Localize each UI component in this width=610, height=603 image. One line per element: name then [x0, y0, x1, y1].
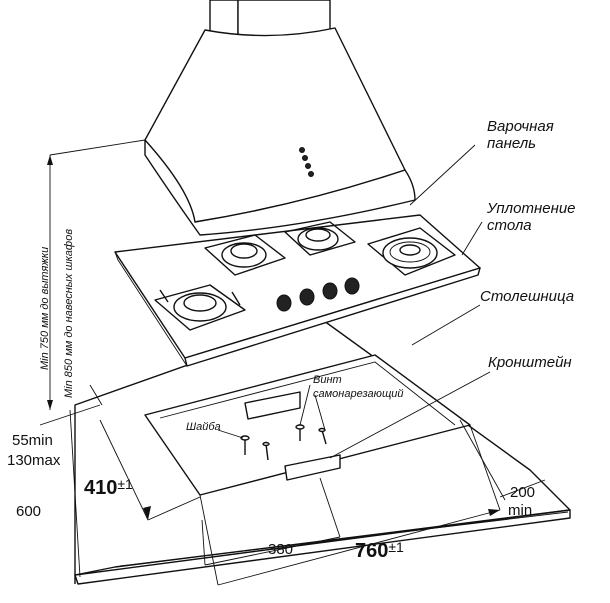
dim-min-word: min — [508, 502, 532, 519]
dim-width-380: 380 — [268, 541, 293, 558]
burner-rear-left — [204, 234, 286, 276]
burner-ring — [389, 241, 431, 263]
burner-rear-middle — [284, 221, 356, 256]
label-hob-line1: Варочная — [487, 118, 554, 135]
dim-min-cabinets: Min 850 мм до навесных шкафов — [63, 229, 75, 398]
burner-cap-inner — [305, 228, 331, 242]
dim-depth-600: 600 — [16, 503, 41, 520]
hob-panel — [114, 214, 481, 367]
pan-support-front-left — [154, 284, 246, 331]
dim-cut-width: 760±1 — [355, 539, 404, 562]
hood-skirt — [144, 139, 416, 236]
pan-support-rear-left — [204, 234, 286, 276]
dimension-labels: Min 750 мм до вытяжки Min 850 мм до наве… — [7, 229, 535, 562]
dim-cut-depth: 410±1 — [84, 476, 133, 499]
dim-min-hood: Min 750 мм до вытяжки — [39, 247, 51, 370]
label-hob-line2: панель — [487, 135, 536, 152]
hob-glass-left-edge — [114, 251, 188, 367]
knob-1 — [276, 294, 292, 312]
control-knobs — [276, 277, 360, 312]
burner-cap-inner — [183, 294, 217, 312]
knob-2 — [299, 288, 315, 306]
burner-wok-right — [367, 227, 456, 276]
label-worktop: Столешница — [480, 288, 574, 305]
dim-min-200: 200 — [510, 484, 535, 501]
knob-4 — [344, 277, 360, 295]
burner-cap-inner — [230, 243, 258, 259]
label-seal-line1: Уплотнение — [486, 200, 576, 217]
bracket-rear — [244, 391, 301, 420]
mounting-parts — [240, 391, 341, 481]
label-screw-line2: самонарезающий — [313, 388, 404, 400]
hob-glass-edge — [184, 267, 481, 367]
label-bracket: Кронштейн — [488, 354, 572, 371]
hood-button — [302, 155, 308, 161]
burner-front-left — [154, 284, 246, 331]
hood-button — [305, 163, 311, 169]
dim-edge-55: 55min — [12, 432, 53, 449]
hood-button — [308, 171, 314, 177]
pan-support-arm — [231, 291, 241, 306]
cooker-hood — [144, 0, 416, 236]
hood-button — [299, 147, 305, 153]
dim-edge-130: 130max — [7, 452, 61, 469]
label-washer: Шайба — [186, 421, 221, 433]
label-seal-line2: стола — [487, 217, 532, 234]
burner-cap-inner — [399, 244, 421, 256]
pan-support-arm — [159, 289, 169, 303]
knob-3 — [322, 282, 338, 300]
worktop-edge-line — [119, 511, 569, 567]
callout-labels: Варочная панель Уплотнение стола Столешн… — [186, 118, 576, 433]
leader-lines — [217, 144, 491, 459]
dimension-lines — [39, 139, 546, 586]
bracket-front — [284, 454, 341, 481]
worktop-cutout-inner-edge — [159, 361, 456, 426]
pan-support-rear-middle — [284, 221, 356, 256]
worktop — [74, 317, 571, 585]
label-screw-line1: Винт — [313, 374, 342, 386]
